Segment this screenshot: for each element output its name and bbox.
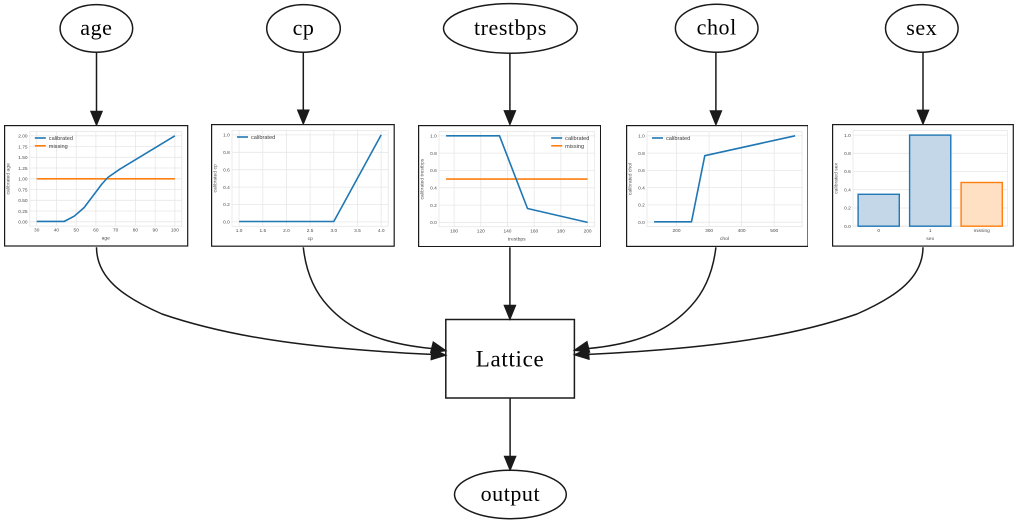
svg-text:0.4: 0.4 [844, 188, 851, 194]
svg-text:0.0: 0.0 [844, 224, 851, 230]
svg-text:100: 100 [450, 228, 458, 234]
svg-text:1.50: 1.50 [19, 155, 29, 161]
svg-text:0.8: 0.8 [638, 151, 645, 157]
svg-text:trestbps: trestbps [508, 236, 526, 242]
svg-text:missing: missing [49, 144, 68, 150]
svg-text:2.00: 2.00 [19, 134, 29, 140]
svg-text:1: 1 [929, 228, 932, 234]
svg-text:age: age [80, 15, 112, 40]
svg-text:60: 60 [94, 228, 100, 234]
svg-text:sex: sex [906, 15, 937, 40]
svg-text:1.0: 1.0 [223, 133, 230, 139]
svg-text:missing: missing [565, 144, 584, 150]
svg-text:300: 300 [705, 228, 713, 234]
svg-text:0.6: 0.6 [638, 168, 645, 174]
svg-text:0.4: 0.4 [638, 185, 645, 191]
svg-text:2.0: 2.0 [283, 228, 290, 234]
svg-text:180: 180 [557, 228, 565, 234]
svg-text:0.6: 0.6 [430, 168, 437, 174]
svg-text:calibrated sex: calibrated sex [834, 163, 840, 194]
svg-text:1.25: 1.25 [19, 166, 29, 172]
svg-text:0.2: 0.2 [223, 202, 230, 208]
svg-text:0.6: 0.6 [844, 169, 851, 175]
svg-text:400: 400 [737, 228, 745, 234]
svg-text:1.75: 1.75 [19, 145, 29, 151]
svg-text:40: 40 [54, 228, 60, 234]
svg-text:age: age [102, 236, 111, 242]
svg-text:0.50: 0.50 [19, 198, 29, 204]
svg-text:90: 90 [153, 228, 159, 234]
svg-text:chol: chol [720, 236, 729, 242]
svg-text:500: 500 [770, 228, 778, 234]
svg-text:calibrated chol: calibrated chol [627, 163, 633, 195]
svg-text:0.6: 0.6 [223, 168, 230, 174]
svg-text:70: 70 [113, 228, 119, 234]
svg-text:trestbps: trestbps [474, 15, 547, 40]
svg-text:1.0: 1.0 [236, 228, 243, 234]
svg-text:0.00: 0.00 [19, 220, 29, 226]
svg-text:cp: cp [308, 236, 313, 242]
svg-text:missing: missing [974, 228, 991, 234]
svg-text:chol: chol [697, 15, 737, 40]
svg-text:0.2: 0.2 [844, 206, 851, 212]
svg-text:1.0: 1.0 [430, 133, 437, 139]
svg-text:100: 100 [171, 228, 179, 234]
svg-text:4.0: 4.0 [378, 228, 385, 234]
svg-text:120: 120 [477, 228, 485, 234]
svg-text:0.4: 0.4 [430, 185, 437, 191]
svg-text:3.5: 3.5 [354, 228, 361, 234]
svg-text:calibrated: calibrated [49, 136, 73, 142]
svg-text:calibrated: calibrated [666, 136, 690, 142]
svg-text:0.25: 0.25 [19, 209, 29, 215]
svg-text:output: output [481, 481, 541, 506]
svg-text:3.0: 3.0 [331, 228, 338, 234]
svg-text:30: 30 [34, 228, 40, 234]
svg-text:1.0: 1.0 [638, 134, 645, 140]
svg-text:0.8: 0.8 [844, 151, 851, 157]
svg-text:calibrated age: calibrated age [6, 163, 12, 195]
svg-text:0.2: 0.2 [430, 203, 437, 209]
svg-text:0.8: 0.8 [223, 150, 230, 156]
svg-text:0: 0 [878, 228, 881, 234]
svg-text:cp: cp [293, 15, 315, 40]
svg-text:Lattice: Lattice [476, 346, 545, 371]
svg-text:2.5: 2.5 [307, 228, 314, 234]
svg-text:200: 200 [584, 228, 592, 234]
svg-text:0.0: 0.0 [223, 220, 230, 226]
svg-text:0.0: 0.0 [430, 220, 437, 226]
svg-text:0.75: 0.75 [19, 188, 29, 194]
svg-text:calibrated: calibrated [565, 136, 589, 142]
svg-text:0.2: 0.2 [638, 203, 645, 209]
svg-text:80: 80 [133, 228, 139, 234]
svg-text:calibrated cp: calibrated cp [213, 164, 219, 192]
svg-text:140: 140 [504, 228, 512, 234]
svg-text:calibrated trestbps: calibrated trestbps [420, 158, 426, 199]
svg-text:160: 160 [530, 228, 538, 234]
svg-text:0.4: 0.4 [223, 185, 230, 191]
svg-text:1.0: 1.0 [844, 133, 851, 139]
svg-text:sex: sex [926, 236, 934, 242]
svg-text:50: 50 [74, 228, 80, 234]
svg-text:1.5: 1.5 [260, 228, 267, 234]
svg-text:200: 200 [672, 228, 680, 234]
svg-text:calibrated: calibrated [251, 135, 275, 141]
svg-text:0.8: 0.8 [430, 151, 437, 157]
svg-text:0.0: 0.0 [638, 220, 645, 226]
svg-text:1.00: 1.00 [19, 177, 29, 183]
